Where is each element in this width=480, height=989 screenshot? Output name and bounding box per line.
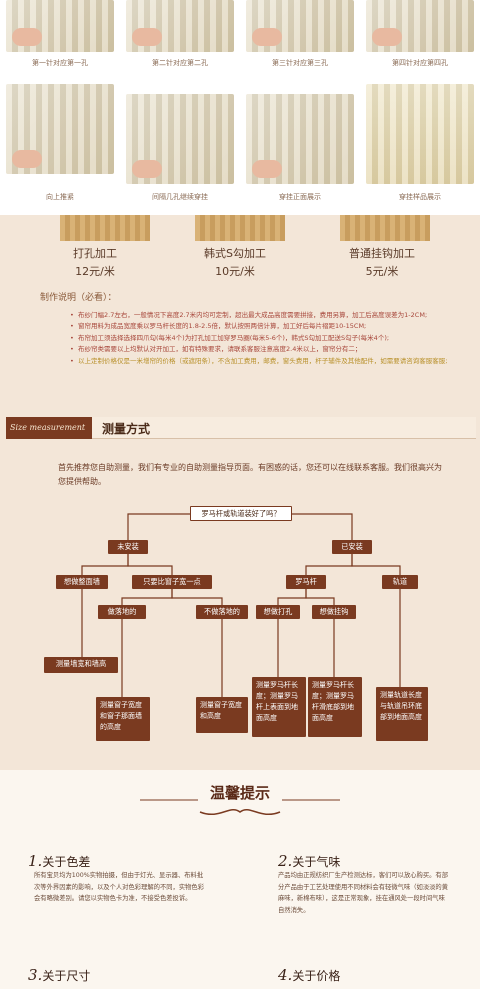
tip-2-title: 关于气味 — [292, 855, 341, 869]
tip-1-number: 1. — [28, 852, 43, 870]
caption-7: 穿挂正面展示 — [279, 193, 321, 201]
caption-3: 第三针对应第三孔 — [272, 59, 328, 67]
measurement-title: 测量方式 — [102, 422, 151, 436]
step-photo-7 — [246, 94, 354, 184]
caption-6: 间隔几孔继续穿挂 — [152, 193, 208, 201]
step-photo-5 — [6, 84, 114, 174]
flow-floor: 做落地的 — [98, 605, 146, 619]
flow-want-punch: 想做打孔 — [256, 605, 300, 619]
flow-measure-window: 测量窗子宽度和高度 — [196, 697, 248, 733]
step-photo-6 — [126, 94, 234, 184]
tip-2-body: 产品均由正规纺织厂生产检测达标，客们可以放心购买。有部分产品由于工艺处理使用不同… — [278, 872, 449, 914]
step-photo-4 — [366, 0, 474, 52]
price-name-2: 韩式S勾加工 — [204, 247, 266, 260]
price-value-1: 12元/米 — [75, 265, 115, 278]
price-name-3: 普通挂钩加工 — [349, 247, 415, 260]
note-2: 窗帘用料为成品宽度乘以罗马杆长度的1.8-2.5倍，默认按照两倍计算，加工好后每… — [70, 321, 450, 333]
photo-grid: 第一针对应第一孔 第二针对应第二孔 第三针对应第三孔 第四针对应第四孔 向上推紧… — [0, 0, 480, 215]
tip-1-heading: 1.关于色差 — [28, 852, 90, 870]
measurement-tag: Size measurement — [6, 417, 92, 439]
flowchart-lines — [81, 513, 401, 697]
flow-only-window: 只要比窗子宽一点 — [132, 575, 212, 589]
flow-measure-track: 测量轨道长度与轨道吊环底部到地面高度 — [376, 687, 428, 741]
flow-not-installed: 未安装 — [108, 540, 148, 554]
tip-1-body: 所有宝贝均为100%实物拍摄，但由于灯光、显示器、布料批次等外界因素的影响，以及… — [34, 872, 205, 902]
flow-question: 罗马杆或轨道装好了吗？ — [190, 506, 292, 521]
measurement-intro: 首先推荐您自助测量，我们有专业的自助测量指导页面。有困惑的话，您还可以在线联系客… — [58, 463, 442, 486]
tip-2-number: 2. — [278, 852, 293, 870]
caption-2: 第二针对应第二孔 — [152, 59, 208, 67]
flow-want-full-wall: 想做整面墙 — [56, 575, 108, 589]
flow-installed: 已安装 — [332, 540, 372, 554]
step-photo-8 — [366, 84, 474, 184]
tip-3-number: 3. — [28, 966, 43, 984]
note-1: 布纱门幅2.7左右，一般情况下高度2.7米内均可定制，超出最大成品高度需要拼接，… — [70, 310, 450, 322]
caption-5: 向上推紧 — [46, 193, 74, 201]
tip-4-title: 关于价格 — [292, 969, 341, 983]
step-photo-3 — [246, 0, 354, 52]
tip-4-number: 4. — [278, 966, 293, 984]
tips-title: 温馨提示 — [209, 784, 270, 802]
flow-measure-wall: 测量墙宽和墙高 — [44, 657, 118, 673]
s-hook-swatch — [195, 215, 285, 241]
price-name-1: 打孔加工 — [73, 247, 117, 260]
caption-4: 第四针对应第四孔 — [392, 59, 448, 67]
tip-2-heading: 2.关于气味 — [278, 852, 340, 870]
flow-roman-rod: 罗马杆 — [286, 575, 326, 589]
flow-not-floor: 不做落地的 — [196, 605, 248, 619]
tip-3-heading: 3.关于尺寸 — [28, 966, 90, 984]
price-value-2: 10元/米 — [215, 265, 255, 278]
tips-section — [0, 770, 480, 989]
caption-1: 第一针对应第一孔 — [32, 59, 88, 67]
instruction-notes: 布纱门幅2.7左右，一般情况下高度2.7米内均可定制，超出最大成品高度需要拼接，… — [70, 310, 450, 367]
note-5: 以上定制价格仅是一米增帘的价格（或遮阳条），不含加工费用，邮费，窗头费用，杆子辅… — [70, 356, 450, 368]
punch-swatch — [60, 215, 150, 241]
measurement-header: Size measurement 测量方式 — [6, 417, 476, 439]
tips-ornament-icon — [140, 799, 340, 815]
flow-measure-window-floor: 测量窗子宽度和窗子那面墙的高度 — [96, 697, 150, 741]
step-photo-2 — [126, 0, 234, 52]
flow-track: 轨道 — [382, 575, 418, 589]
flow-want-hook: 想做挂钩 — [312, 605, 356, 619]
step-photo-1 — [6, 0, 114, 52]
flow-measure-rod-hook: 测量罗马杆长度；测量罗马杆滑底部到地面高度 — [308, 677, 362, 737]
tip-4-heading: 4.关于价格 — [278, 966, 340, 984]
instructions-title: 制作说明（必看）： — [40, 293, 117, 303]
note-4: 布纱帘类需要以上均默认对开加工，如有特殊要求，请联系客服注意高度2.4米以上，窗… — [70, 344, 450, 356]
tip-3-title: 关于尺寸 — [42, 969, 91, 983]
price-value-3: 5元/米 — [365, 265, 399, 278]
tip-1-title: 关于色差 — [42, 855, 91, 869]
note-3: 布帘加工须选择选择四爪勾(每米4个)为打孔加工加穿罗马圈(每米5-6个)，韩式S… — [70, 333, 450, 345]
price-section: 打孔加工 韩式S勾加工 普通挂钩加工 12元/米 10元/米 5元/米 — [0, 215, 480, 290]
flow-measure-rod-punch: 测量罗马杆长度；测量罗马杆上表面到地面高度 — [252, 677, 306, 737]
hook-swatch — [340, 215, 430, 241]
caption-8: 穿挂样品展示 — [399, 193, 441, 201]
